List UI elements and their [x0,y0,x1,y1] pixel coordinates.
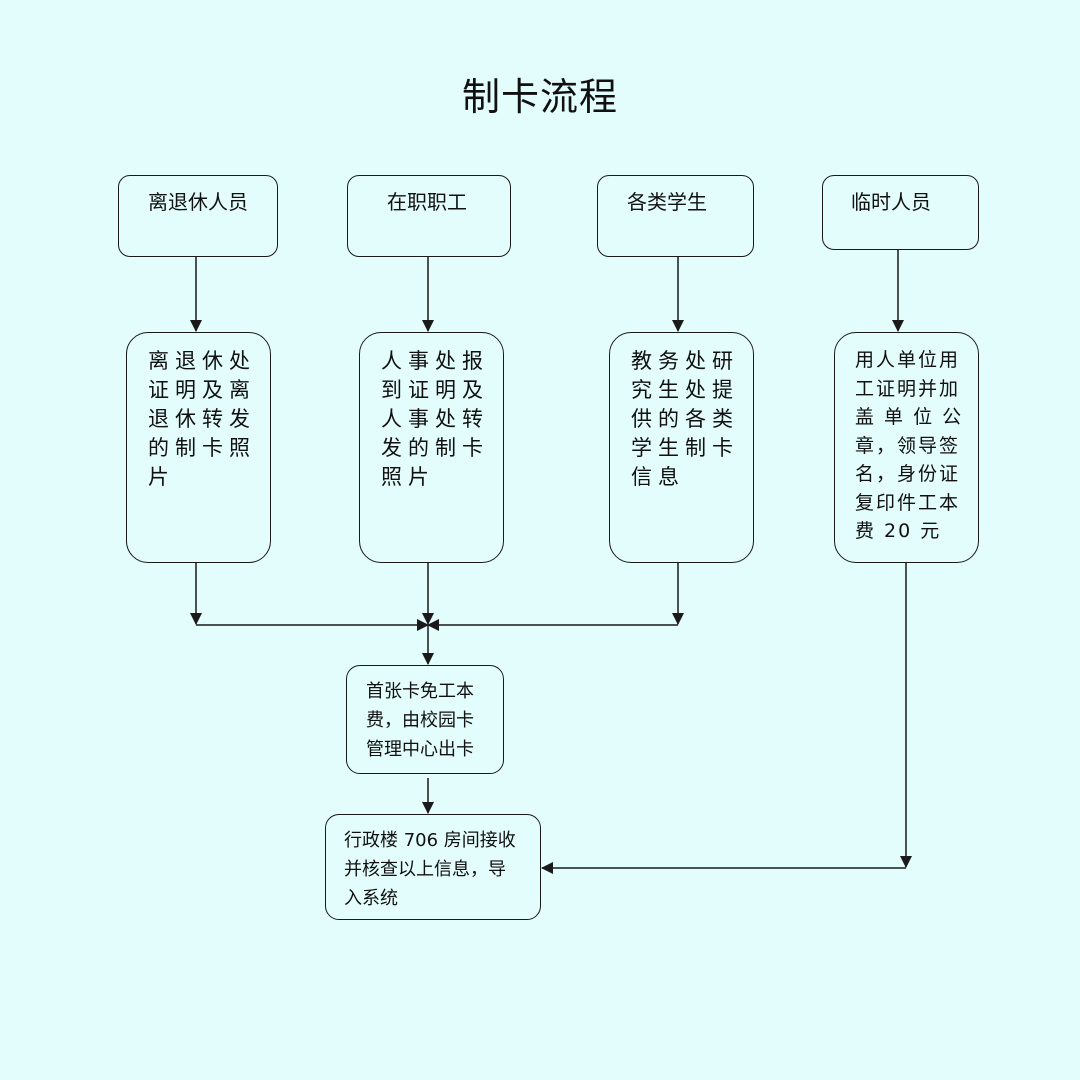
detail-text-students: 教务处研 究生处提 供的各类 学生制卡 信息 [631,349,739,489]
category-box-temporary [822,175,979,250]
detail-text-retired: 离退休处 证明及离 退休转发 的制卡照 片 [148,349,256,489]
detail-box-temporary [834,332,979,563]
category-label-retired: 离退休人员 [148,190,248,214]
category-label-staff: 在职职工 [387,190,467,214]
card-center-box [346,665,504,774]
detail-box-staff [359,332,504,563]
card-center-text: 首张卡免工本 费，由校园卡 管理中心出卡 [366,681,474,760]
detail-text-temporary: 用人单位用 工证明并加 盖 单 位 公 章，领导签 名，身份证 复印件工本 费 … [855,349,964,542]
import-text: 行政楼 706 房间接收 并核查以上信息，导 入系统 [344,830,516,909]
detail-text-staff: 人事处报 到证明及 人事处转 发的制卡 照片 [381,349,489,489]
detail-box-students [609,332,754,563]
import-box [325,814,541,920]
category-label-temporary: 临时人员 [851,190,931,214]
category-box-retired [118,175,278,257]
category-label-students: 各类学生 [627,190,707,214]
category-box-staff [347,175,511,257]
detail-box-retired [126,332,271,563]
page-title: 制卡流程 [461,75,618,119]
category-box-students [597,175,754,257]
